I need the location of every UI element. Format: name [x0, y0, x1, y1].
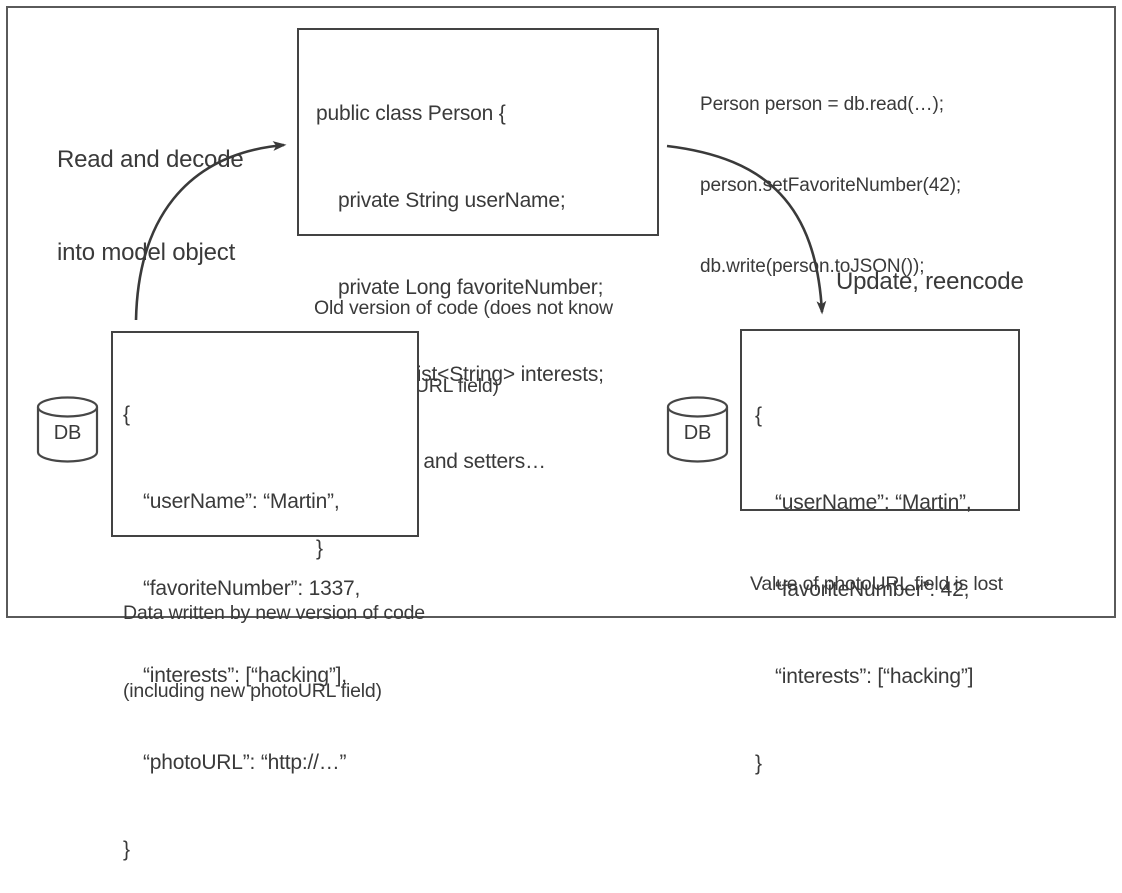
usage-code-snippet: Person person = db.read(…); person.setFa… — [700, 37, 961, 307]
json-line: “favoriteNumber”: 1337, — [143, 577, 361, 600]
person-class-box: public class Person { private String use… — [297, 28, 659, 560]
json-document-old-box: { “userName”: “Martin”, “favoriteNumber”… — [111, 331, 419, 861]
db-left-label: DB — [53, 422, 82, 444]
code-line: private String userName; — [338, 189, 566, 212]
code-line: db.write(person.toJSON()); — [700, 256, 925, 277]
json-line: “userName”: “Martin”, — [143, 490, 340, 513]
db-right-label: DB — [683, 422, 712, 444]
code-line: private Long favoriteNumber; — [338, 276, 604, 299]
json-right-caption: Value of photoURL field is lost — [750, 573, 1003, 595]
json-line: “interests”: [“hacking”] — [775, 665, 974, 688]
db-cylinder-left — [36, 396, 99, 463]
code-line: } — [316, 537, 323, 560]
json-document-new-box: { “userName”: “Martin”, “favoriteNumber”… — [740, 329, 1020, 775]
write-back-arrow — [666, 144, 827, 315]
db-cylinder-right — [666, 396, 729, 463]
diagram-graphics — [36, 141, 827, 463]
code-line: person.setFavoriteNumber(42); — [700, 175, 962, 196]
code-line: Person person = db.read(…); — [700, 94, 944, 115]
json-line: “userName”: “Martin”, — [775, 491, 972, 514]
json-line: } — [123, 838, 130, 861]
json-line: “favoriteNumber”: 42, — [775, 578, 970, 601]
json-line: “photoURL”: “http://…” — [143, 751, 347, 774]
read-decode-label: Read and decode into model object — [57, 146, 244, 266]
code-line: public class Person { — [316, 102, 506, 125]
json-line: { — [123, 403, 130, 426]
json-left-caption: Data written by new version of code (inc… — [123, 602, 425, 702]
json-line: { — [755, 404, 762, 427]
json-line: } — [755, 752, 762, 775]
read-decode-arrow — [134, 141, 287, 321]
